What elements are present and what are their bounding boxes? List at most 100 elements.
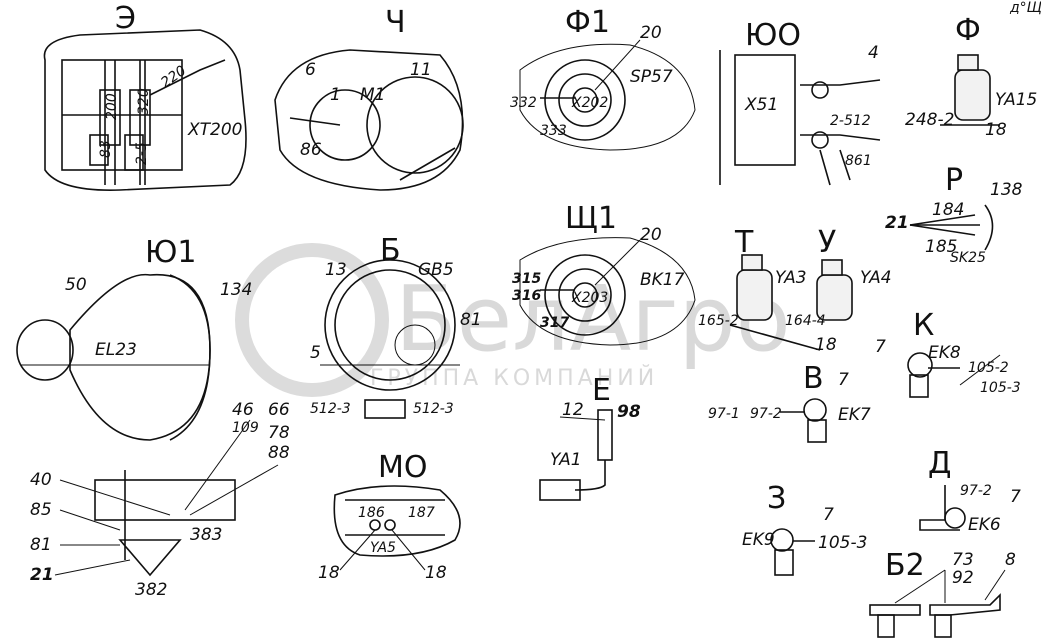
label-138: 138 bbox=[990, 180, 1023, 200]
view-mo: МО 186 187 YA5 18 18 bbox=[318, 450, 461, 583]
label-184: 184 bbox=[932, 200, 964, 220]
label-97-2-v: 97-2 bbox=[750, 406, 782, 422]
label-105-2: 105-2 bbox=[968, 360, 1009, 376]
view-r-title: Р bbox=[945, 163, 963, 198]
view-t-title: Т bbox=[734, 225, 754, 260]
label-ek6: EK6 bbox=[968, 515, 1001, 535]
label-13: 13 bbox=[325, 260, 347, 280]
label-8: 8 bbox=[1005, 550, 1016, 570]
label-el23: EL23 bbox=[95, 340, 137, 360]
label-333: 333 bbox=[540, 123, 567, 139]
view-yu0: ЮО 4 X51 2-512 861 bbox=[719, 18, 881, 186]
view-u-title: У bbox=[818, 225, 836, 260]
label-12: 12 bbox=[562, 400, 584, 420]
label-320: 320 bbox=[136, 88, 152, 115]
watermark-subtitle: ГРУППА КОМПАНИЙ bbox=[370, 365, 658, 391]
label-383: 383 bbox=[190, 525, 222, 545]
view-f1: Ф1 20 SP57 332 X202 333 bbox=[510, 5, 696, 151]
label-18-mo-left: 18 bbox=[318, 563, 340, 583]
view-v: В 7 97-1 97-2 EK7 bbox=[708, 361, 871, 443]
label-186: 186 bbox=[358, 505, 385, 521]
label-105-3-k: 105-3 bbox=[980, 380, 1021, 396]
label-512-3-right: 512-3 bbox=[413, 401, 454, 417]
view-e-title: Э bbox=[115, 1, 136, 36]
view-b: Б GB5 13 81 5 512-3 512-3 bbox=[310, 233, 482, 419]
view-yu0-title: ЮО bbox=[745, 18, 801, 53]
view-e: Э 220 200 320 83 2-5 XT200 bbox=[43, 1, 247, 191]
corner-note: д°Щ шшш bbox=[1009, 0, 1041, 16]
label-512-3-left: 512-3 bbox=[310, 401, 351, 417]
label-18-u: 18 bbox=[815, 335, 837, 355]
label-7-d: 7 bbox=[1010, 487, 1021, 507]
label-46: 46 bbox=[232, 400, 254, 420]
label-73: 73 bbox=[952, 550, 974, 570]
label-66: 66 bbox=[268, 400, 290, 420]
label-ek8: EK8 bbox=[928, 343, 961, 363]
label-382: 382 bbox=[135, 580, 167, 600]
label-x202: X202 bbox=[571, 95, 608, 111]
view-f1-title: Ф1 bbox=[565, 5, 610, 40]
label-50: 50 bbox=[65, 275, 87, 295]
label-5: 5 bbox=[310, 343, 321, 363]
view-f: Ф YA15 248-2 18 bbox=[905, 13, 1037, 140]
label-4: 4 bbox=[868, 43, 879, 63]
view-e2: Е 12 98 YA1 bbox=[539, 373, 641, 501]
label-20-shch: 20 bbox=[640, 225, 662, 245]
label-88: 88 bbox=[268, 443, 290, 463]
view-yu1-title: Ю1 bbox=[145, 235, 196, 270]
view-ch: Ч 6 1 M1 86 11 bbox=[274, 5, 464, 191]
view-b2-title: Б2 bbox=[885, 548, 925, 583]
label-92: 92 bbox=[952, 568, 974, 588]
label-xt200: XT200 bbox=[187, 120, 242, 140]
label-18-mo-right: 18 bbox=[425, 563, 447, 583]
label-165-2: 165-2 bbox=[698, 313, 739, 329]
label-x51: X51 bbox=[744, 95, 778, 115]
label-81-yu1: 81 bbox=[30, 535, 52, 555]
label-861: 861 bbox=[845, 153, 872, 169]
label-bk17: BK17 bbox=[640, 270, 685, 290]
label-6: 6 bbox=[305, 60, 316, 80]
view-f-title: Ф bbox=[955, 13, 981, 48]
label-332: 332 bbox=[510, 95, 537, 111]
label-ya5: YA5 bbox=[370, 540, 396, 556]
view-z: З 7 EK9 105-3 bbox=[742, 481, 867, 576]
label-317: 317 bbox=[540, 315, 569, 331]
label-gb5: GB5 bbox=[418, 260, 454, 280]
label-7-z: 7 bbox=[823, 505, 834, 525]
label-200: 200 bbox=[104, 93, 120, 120]
view-yu1: Ю1 50 134 EL23 46 66 109 78 88 40 85 81 … bbox=[16, 235, 290, 600]
view-t: Т YA3 165-2 bbox=[698, 225, 821, 351]
label-ya4: YA4 bbox=[860, 268, 892, 288]
label-105-3-z: 105-3 bbox=[818, 533, 867, 553]
label-86: 86 bbox=[300, 140, 322, 160]
label-97-2-d: 97-2 bbox=[960, 483, 992, 499]
label-134: 134 bbox=[220, 280, 252, 300]
label-83: 83 bbox=[98, 140, 114, 158]
view-ch-title: Ч bbox=[385, 5, 406, 40]
label-97-1: 97-1 bbox=[708, 406, 740, 422]
view-b-title: Б bbox=[380, 233, 401, 268]
view-k-title: К bbox=[913, 308, 934, 343]
view-r: Р 138 21 184 185 SK25 bbox=[885, 163, 1023, 266]
label-78: 78 bbox=[268, 423, 290, 443]
view-z-title: З bbox=[767, 481, 786, 516]
label-187: 187 bbox=[408, 505, 435, 521]
label-ek7: EK7 bbox=[838, 405, 871, 425]
view-k: К 7 EK8 105-2 105-3 bbox=[875, 308, 1021, 398]
label-sp57: SP57 bbox=[630, 67, 673, 87]
view-e2-title: Е bbox=[592, 373, 611, 408]
label-sk25: SK25 bbox=[950, 250, 986, 266]
label-248-2: 248-2 bbox=[905, 110, 954, 130]
label-m1: M1 bbox=[360, 85, 385, 105]
label-2-512: 2-512 bbox=[830, 113, 871, 129]
label-40: 40 bbox=[30, 470, 52, 490]
label-ya15: YA15 bbox=[995, 90, 1037, 110]
label-2-5: 2-5 bbox=[134, 142, 150, 165]
label-7-k: 7 bbox=[875, 337, 886, 357]
label-21-r: 21 bbox=[885, 213, 909, 233]
label-185: 185 bbox=[925, 237, 957, 257]
label-20: 20 bbox=[640, 23, 662, 43]
label-220: 220 bbox=[158, 63, 189, 91]
label-x203: X203 bbox=[571, 290, 608, 306]
